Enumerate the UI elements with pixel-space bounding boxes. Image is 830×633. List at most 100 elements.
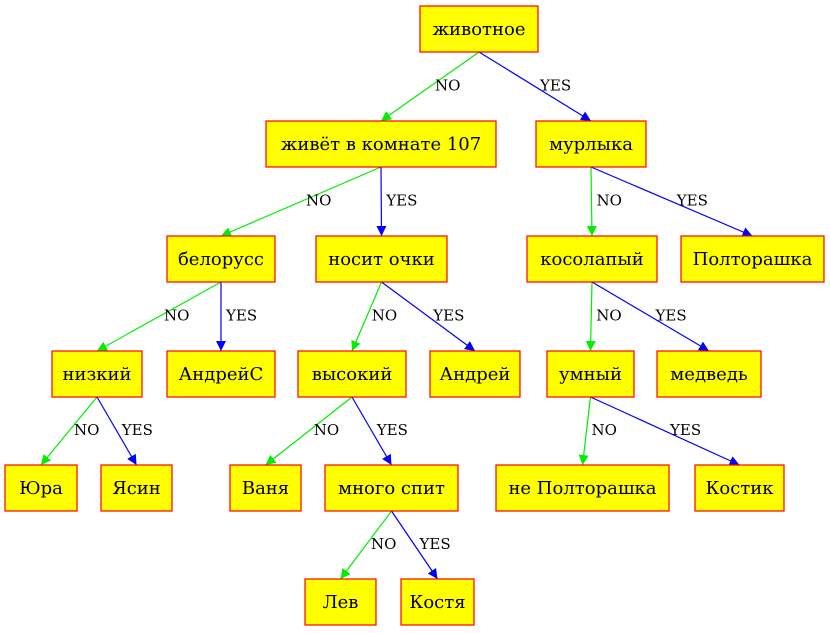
edge-label-yes: YES	[432, 307, 464, 325]
node-label: медведь	[670, 364, 748, 385]
edge-line-no	[96, 281, 222, 352]
node-label: Ясин	[112, 478, 161, 499]
node-tall: высокий	[297, 350, 407, 398]
node-poltorashka: Полторашка	[680, 235, 825, 283]
edge-clubfoot-bear: YES	[591, 281, 710, 352]
edge-label-yes: YES	[376, 421, 408, 439]
node-kostya: Костя	[400, 578, 475, 626]
node-andrey: Андрей	[429, 350, 521, 398]
edge-tall-sleeps: YES	[351, 396, 408, 466]
node-yura: Юра	[4, 464, 78, 512]
node-box	[4, 464, 78, 512]
node-lev: Лев	[304, 578, 377, 626]
edge-label-yes: YES	[225, 307, 257, 325]
node-vanya: Ваня	[229, 464, 302, 512]
edge-tall-vanya: NO	[265, 396, 353, 466]
node-label: косолапый	[540, 249, 644, 270]
node-not_poltorashka: не Полторашка	[495, 464, 670, 512]
edge-label-yes: YES	[655, 307, 687, 325]
node-box	[229, 464, 302, 512]
node-label: Андрей	[440, 364, 511, 385]
edge-room107-belarus: NO	[220, 166, 382, 237]
node-short: низкий	[51, 350, 143, 398]
node-smart: умный	[546, 350, 635, 398]
node-box	[166, 235, 276, 283]
edge-label-no: NO	[596, 307, 621, 325]
edge-line-no	[351, 281, 383, 352]
edge-belarus-short: NO	[96, 281, 222, 352]
node-room107: живёт в комнате 107	[265, 120, 497, 168]
edge-label-yes: YES	[419, 535, 451, 553]
node-box	[166, 350, 276, 398]
edge-label-yes: YES	[121, 421, 153, 439]
node-label: не Полторашка	[508, 478, 656, 499]
node-box	[265, 120, 497, 168]
edge-label-yes: YES	[669, 421, 701, 439]
edge-short-yura: NO	[40, 396, 99, 466]
edge-line-yes	[96, 396, 138, 466]
edge-line-yes	[351, 396, 393, 466]
node-label: мурлыка	[549, 134, 633, 155]
edge-line-no	[586, 166, 597, 237]
node-root: животное	[419, 5, 539, 53]
node-label: белорусс	[178, 249, 264, 270]
node-label: носит очки	[328, 249, 435, 270]
node-label: Костя	[409, 592, 465, 613]
edge-root-room107: NO	[380, 51, 480, 122]
node-label: высокий	[312, 364, 393, 385]
node-glasses: носит очки	[315, 235, 448, 283]
edge-line-no	[40, 396, 98, 466]
node-label: животное	[433, 19, 526, 40]
node-box	[694, 464, 785, 512]
edge-line-no	[340, 510, 392, 580]
edge-smart-not_poltorashka: NO	[578, 396, 617, 466]
edge-label-yes: YES	[539, 77, 571, 95]
node-yasin: Ясин	[100, 464, 173, 512]
node-label: Полторашка	[693, 249, 813, 270]
edge-glasses-tall: NO	[351, 281, 397, 352]
edge-label-no: NO	[592, 421, 617, 439]
node-label: Костик	[705, 478, 774, 499]
node-bear: медведь	[656, 350, 762, 398]
node-box	[315, 235, 448, 283]
node-label: живёт в комнате 107	[281, 134, 481, 155]
node-clubfoot: косолапый	[526, 235, 658, 283]
edge-label-no: NO	[371, 535, 396, 553]
node-box	[680, 235, 825, 283]
edge-line-yes	[591, 281, 710, 352]
edge-line-yes	[590, 166, 753, 237]
edge-sleeps-lev: NO	[340, 510, 396, 580]
edge-line-yes	[381, 281, 476, 352]
node-box	[324, 464, 459, 512]
edge-sleeps-kostya: YES	[391, 510, 451, 580]
nodes-layer: животное живёт в комнате 107 мурлыка белору…	[4, 5, 825, 626]
edge-belarus-andreyc: YES	[216, 282, 257, 351]
edge-clubfoot-smart: NO	[585, 281, 622, 352]
node-label: низкий	[62, 364, 131, 385]
node-belarus: белорусс	[166, 235, 276, 283]
edge-line-yes	[590, 396, 740, 466]
edge-glasses-andrey: YES	[381, 281, 476, 352]
edge-root-purr: YES	[478, 51, 592, 122]
edge-label-no: NO	[306, 192, 331, 210]
node-box	[400, 578, 475, 626]
node-box	[304, 578, 377, 626]
node-sleeps: много спит	[324, 464, 459, 512]
edge-line-yes	[391, 510, 438, 580]
node-box	[546, 350, 635, 398]
edge-label-no: NO	[597, 192, 622, 210]
edge-label-no: NO	[435, 77, 460, 95]
node-label: умный	[559, 364, 622, 385]
node-label: Лев	[323, 592, 359, 613]
node-label: много спит	[338, 478, 445, 499]
edge-line-no	[380, 51, 480, 122]
edge-line-no	[265, 396, 353, 466]
edge-purr-poltorashka: YES	[590, 166, 753, 237]
node-box	[495, 464, 670, 512]
node-label: Юра	[19, 478, 63, 499]
node-label: Ваня	[242, 478, 289, 499]
node-box	[51, 350, 143, 398]
